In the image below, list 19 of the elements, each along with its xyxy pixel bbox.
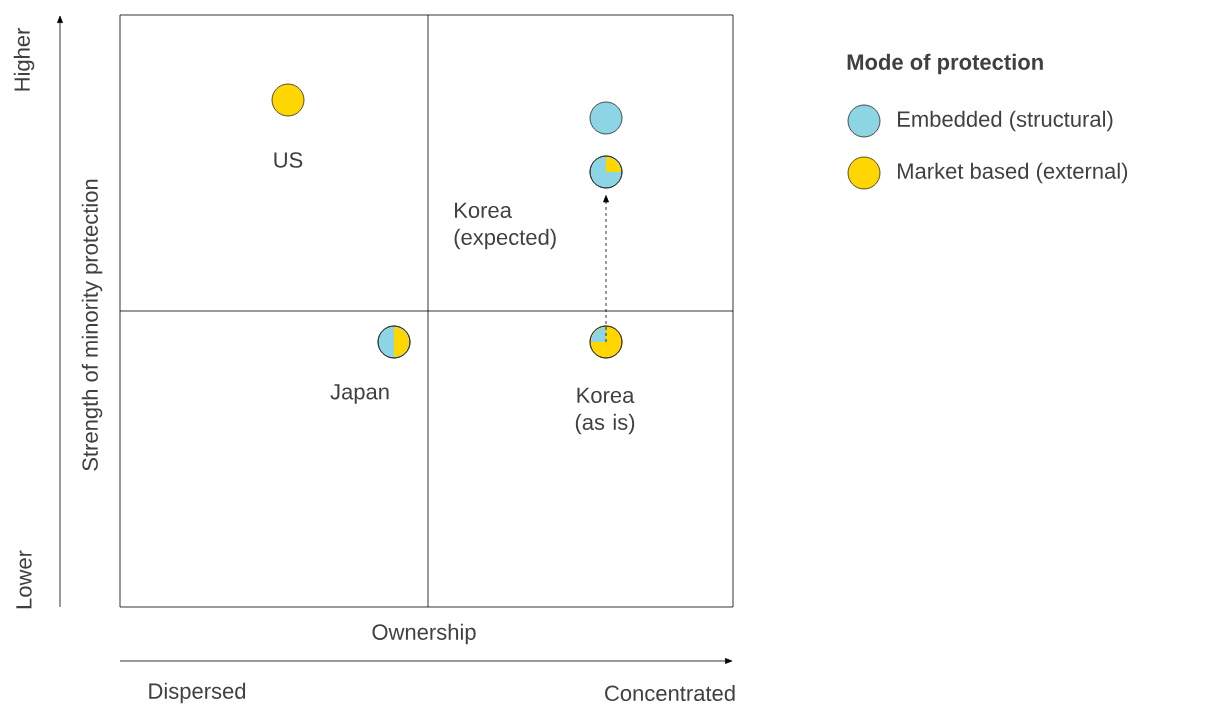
axis-label: Dispersed [149,682,246,704]
pie-marker [589,325,623,359]
pie-marker [377,325,411,359]
legend-text: Embedded (structural) [898,110,1113,132]
legend-text: Market based (external) [898,162,1128,184]
country-label: US [274,152,303,168]
arrow [603,195,609,343]
legend-title: Mode of protection [847,53,1043,75]
country-label: Japan [330,384,389,404]
axis-title: Strength of minority protection [81,179,103,471]
pie-marker [271,83,305,117]
axis-label: Higher [13,27,35,91]
pie-marker [589,155,623,189]
axis-label: Concentrated [605,684,735,702]
country-label: Korea (expected) [454,202,556,250]
axis-label: Lower [16,550,32,609]
pie-marker [589,101,623,135]
country-label: Korea (as is) [575,387,635,435]
axis-title: Ownership [372,623,476,645]
